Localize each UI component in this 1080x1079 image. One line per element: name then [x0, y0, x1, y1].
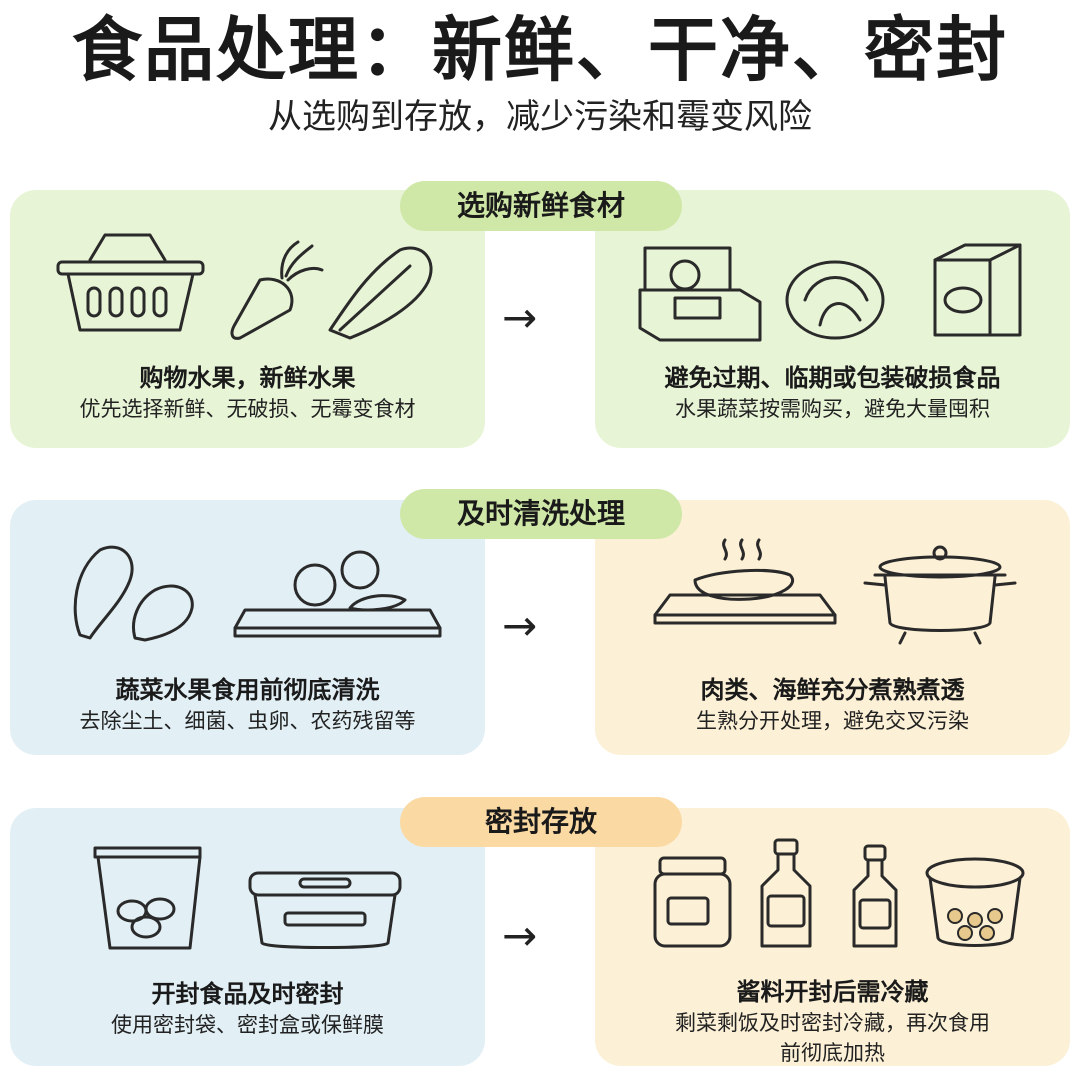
card-store-right: 酱料开封后需冷藏 剩菜剩饭及时密封冷藏，再次食用 前彻底加热 — [595, 808, 1070, 1066]
arrow-icon: → — [502, 293, 538, 342]
card-select-left: 购物水果，新鲜水果 优先选择新鲜、无破损、无霉变食材 — [10, 190, 485, 448]
package-cabbage-carton-icon — [638, 243, 1022, 342]
card-wash-left-caption: 蔬菜水果食用前彻底清洗 去除尘土、细菌、虫卵、农药残留等 — [10, 674, 485, 736]
card-heading: 酱料开封后需冷藏 — [736, 978, 929, 1006]
section-label-store: 密封存放 — [400, 797, 682, 847]
card-store-right-caption: 酱料开封后需冷藏 剩菜剩饭及时密封冷藏，再次食用 前彻底加热 — [595, 976, 1070, 1068]
zip-bag-container-icon — [93, 846, 402, 950]
steak-pot-icon — [653, 538, 1017, 645]
card-heading: 购物水果，新鲜水果 — [139, 364, 356, 392]
card-select-right-caption: 避免过期、临期或包装破损食品 水果蔬菜按需购买，避免大量囤积 — [595, 362, 1070, 424]
card-detail: 水果蔬菜按需购买，避免大量囤积 — [675, 397, 990, 421]
card-detail: 去除尘土、细菌、虫卵、农药残留等 — [79, 709, 416, 733]
card-store-left-caption: 开封食品及时密封 使用密封袋、密封盒或保鲜膜 — [10, 978, 485, 1040]
card-heading: 开封食品及时密封 — [151, 980, 344, 1008]
card-heading: 肉类、海鲜充分煮熟煮透 — [700, 676, 965, 704]
vegetables-cutting-board-icon — [73, 545, 442, 642]
card-heading: 蔬菜水果食用前彻底清洗 — [115, 676, 380, 704]
section-label-wash: 及时清洗处理 — [400, 489, 682, 539]
arrow-icon: → — [502, 601, 538, 650]
card-wash-left: 蔬菜水果食用前彻底清洗 去除尘土、细菌、虫卵、农药残留等 — [10, 500, 485, 755]
card-detail: 使用密封袋、密封盒或保鲜膜 — [111, 1013, 384, 1037]
page-title: 食品处理：新鲜、干净、密封 — [72, 9, 1008, 91]
section-label-select: 选购新鲜食材 — [400, 181, 682, 231]
card-store-left: 开封食品及时密封 使用密封袋、密封盒或保鲜膜 — [10, 808, 485, 1066]
card-wash-right: 肉类、海鲜充分煮熟煮透 生熟分开处理，避免交叉污染 — [595, 500, 1070, 755]
card-detail: 生熟分开处理，避免交叉污染 — [696, 709, 969, 733]
card-detail-line2: 前彻底加热 — [780, 1041, 885, 1065]
card-detail: 优先选择新鲜、无破损、无霉变食材 — [79, 397, 416, 421]
card-wash-right-caption: 肉类、海鲜充分煮熟煮透 生熟分开处理，避免交叉污染 — [595, 674, 1070, 736]
page-subtitle: 从选购到存放，减少污染和霉变风险 — [268, 97, 812, 137]
card-select-right: 避免过期、临期或包装破损食品 水果蔬菜按需购买，避免大量囤积 — [595, 190, 1070, 448]
basket-carrot-lettuce-icon — [56, 233, 433, 340]
card-detail: 剩菜剩饭及时密封冷藏，再次食用 — [675, 1011, 990, 1035]
jars-bottles-bowl-icon — [653, 838, 1025, 948]
card-select-left-caption: 购物水果，新鲜水果 优先选择新鲜、无破损、无霉变食材 — [10, 362, 485, 424]
card-heading: 避免过期、临期或包装破损食品 — [664, 364, 1001, 392]
arrow-icon: → — [502, 911, 538, 960]
